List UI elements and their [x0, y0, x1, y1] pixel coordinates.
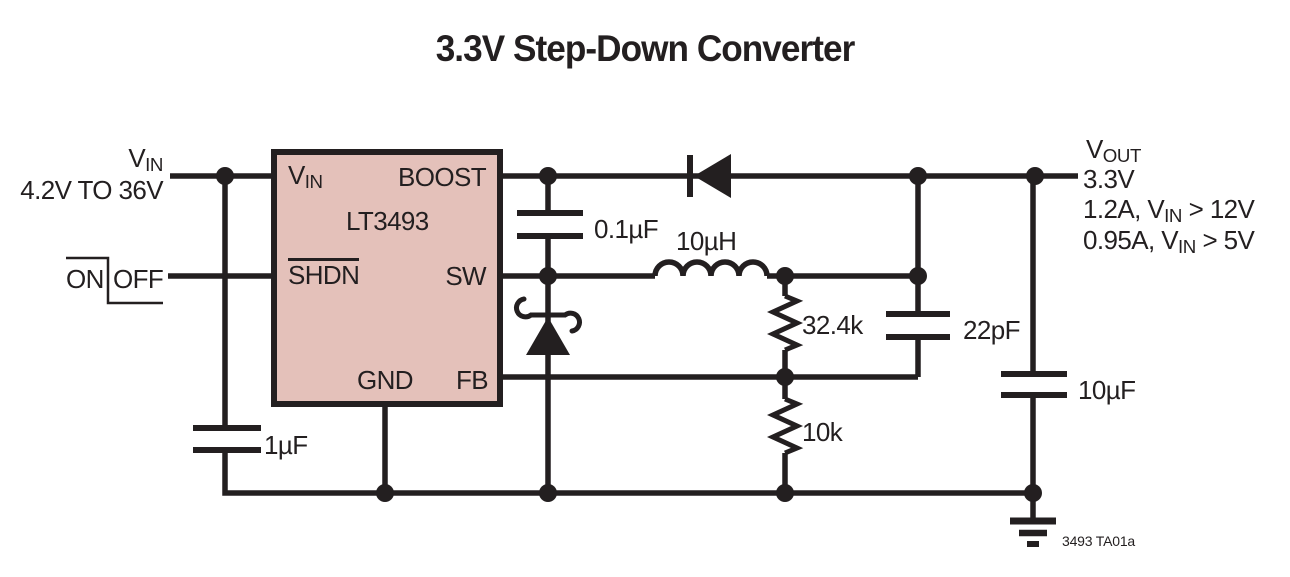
- off-label: OFF: [113, 264, 164, 294]
- catch-diode-cathode-bar: [514, 296, 582, 334]
- vout-spec-1-pre: 1.2A, V: [1083, 194, 1165, 224]
- vout-spec-1-post: > 12V: [1181, 194, 1255, 224]
- boost-diode-symbol: [694, 154, 731, 198]
- ic-pin-vin: VIN: [288, 160, 323, 193]
- vin-source-label-sub: IN: [145, 154, 163, 176]
- vin-source-label-main: V: [128, 143, 146, 173]
- ic-pin-sw: SW: [445, 261, 486, 291]
- output-capacitor-symbol: [1001, 371, 1067, 398]
- vout-spec-1-sub: IN: [1164, 205, 1182, 227]
- feedforward-cap-value: 22pF: [963, 315, 1020, 345]
- vout-label-sub: OUT: [1102, 145, 1142, 167]
- ic-part-number: LT3493: [346, 206, 429, 236]
- output-cap-value: 10µF: [1078, 375, 1136, 405]
- vout-spec-2-post: > 5V: [1195, 225, 1255, 255]
- shdn-step-symbol: [66, 256, 163, 305]
- vout-label-main: V: [1086, 134, 1103, 164]
- ic-pin-vin-sub: IN: [304, 171, 323, 193]
- feedback-resistor-top-symbol: [766, 293, 804, 353]
- feedback-resistor-top-value: 32.4k: [802, 310, 863, 340]
- boost-capacitor-symbol: [517, 210, 583, 239]
- vout-voltage: 3.3V: [1083, 164, 1135, 194]
- vout-spec-2: 0.95A, VIN > 5V: [1083, 225, 1255, 258]
- junction-dots: [216, 167, 1044, 502]
- wire-ground-rail: [222, 450, 1033, 496]
- vout-spec-1: 1.2A, VIN > 12V: [1083, 194, 1255, 227]
- figure-code: 3493 TA01a: [1062, 533, 1135, 549]
- ic-pin-shdn-text: SHDN: [288, 258, 360, 290]
- vin-range-label: 4.2V TO 36V: [20, 175, 163, 205]
- catch-diode-symbol: [526, 317, 570, 355]
- page-title: 3.3V Step-Down Converter: [435, 28, 856, 69]
- feedforward-capacitor-symbol: [886, 311, 950, 340]
- vout-spec-2-pre: 0.95A, V: [1083, 225, 1179, 255]
- boost-cap-value: 0.1µF: [594, 214, 659, 244]
- vout-label: VOUT: [1086, 134, 1142, 167]
- ic-pin-gnd: GND: [357, 365, 414, 395]
- ic-pin-shdn: SHDN: [288, 258, 360, 290]
- ic-pin-vin-main: V: [288, 160, 305, 190]
- on-label: ON: [66, 264, 104, 294]
- vout-spec-2-sub: IN: [1177, 236, 1196, 258]
- ic-body: [271, 149, 503, 407]
- ic-pin-fb: FB: [455, 365, 489, 395]
- ic-pin-boost: BOOST: [397, 162, 487, 192]
- inductor-value: 10µH: [676, 226, 737, 256]
- inductor-symbol: [652, 259, 770, 277]
- feedback-resistor-bottom-symbol: [766, 396, 804, 456]
- feedback-resistor-bottom-value: 10k: [802, 417, 843, 447]
- input-capacitor-symbol: [193, 425, 261, 453]
- input-cap-value: 1µF: [264, 430, 308, 460]
- vin-source-label: VIN: [70, 143, 163, 176]
